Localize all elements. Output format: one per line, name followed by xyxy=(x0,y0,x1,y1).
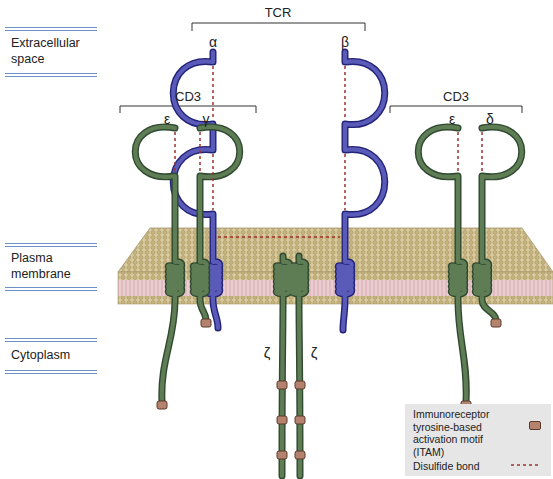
chain-name: δ xyxy=(486,112,494,126)
legend-swatch xyxy=(529,421,541,430)
region-label: Plasma membrane xyxy=(11,251,91,282)
chain-name: ζ xyxy=(311,345,318,360)
chain-name: ζ xyxy=(264,345,271,360)
complex-name: CD3 xyxy=(443,90,469,103)
chain-name: ε xyxy=(164,112,170,126)
legend-text: Immunoreceptor tyrosine-based activation… xyxy=(413,408,517,458)
chain-name: γ xyxy=(203,112,210,126)
legend-text: Disulfide bond xyxy=(413,460,513,473)
complex-name: CD3 xyxy=(175,90,201,103)
region-band: Cytoplasm xyxy=(5,338,97,374)
chain-name: α xyxy=(209,35,217,49)
chain-name: β xyxy=(341,35,349,49)
region-band: Plasma membrane xyxy=(5,243,97,291)
disulfide-bond xyxy=(175,66,482,237)
region-band: Extracellular space xyxy=(5,27,97,77)
legend-line-sample xyxy=(509,461,543,469)
legend-box: Immunoreceptor tyrosine-based activation… xyxy=(405,404,551,476)
cd3-chain-highlight xyxy=(135,127,522,476)
region-label: Extracellular space xyxy=(11,36,91,67)
cd3-chain xyxy=(135,127,522,476)
region-label: Cytoplasm xyxy=(11,348,91,364)
complex-name: TCR xyxy=(265,6,292,19)
chain-name: ε xyxy=(449,112,455,126)
dashed-line xyxy=(511,464,541,466)
